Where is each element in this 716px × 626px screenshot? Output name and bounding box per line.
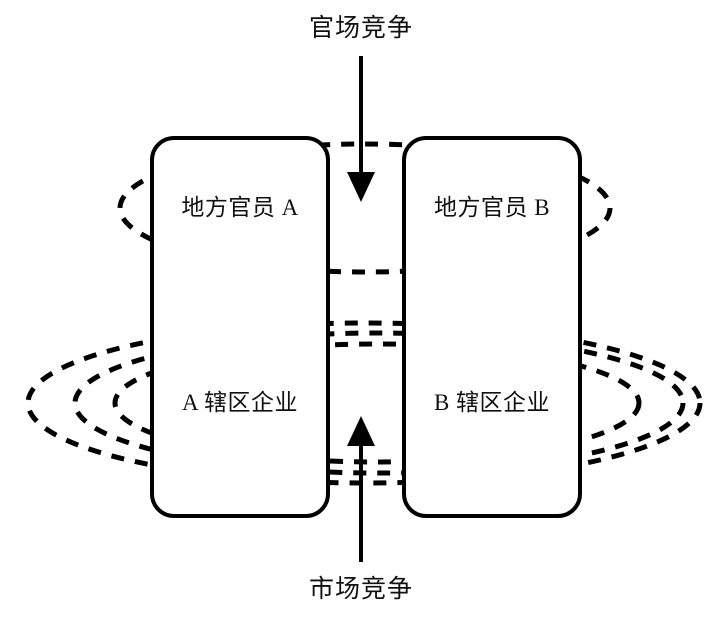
officials-grouping-ellipses — [117, 141, 613, 275]
top-flow-arrow-head — [347, 172, 375, 202]
box-official-a — [150, 136, 330, 518]
bottom-flow-arrow-head — [347, 416, 375, 446]
box-official-b — [402, 136, 582, 518]
bottom-flow-arrow — [347, 416, 375, 562]
firms-grouping-ellipses — [25, 320, 703, 486]
firms-ellipse-inner — [112, 341, 642, 465]
node-label-firms-b: B 辖区企业 — [433, 390, 551, 415]
firms-ellipse-middle — [72, 330, 686, 476]
top-flow-arrow — [347, 56, 375, 202]
flow-label-top: 官场竞争 — [308, 15, 413, 42]
node-label-official-b: 地方官员 B — [433, 195, 551, 220]
officials-ellipse-outer — [117, 141, 613, 275]
flow-label-bottom: 市场竞争 — [308, 576, 413, 603]
node-label-firms-a: A 辖区企业 — [181, 390, 299, 415]
node-label-official-a: 地方官员 A — [181, 195, 299, 220]
firms-ellipse-outer — [25, 320, 703, 486]
